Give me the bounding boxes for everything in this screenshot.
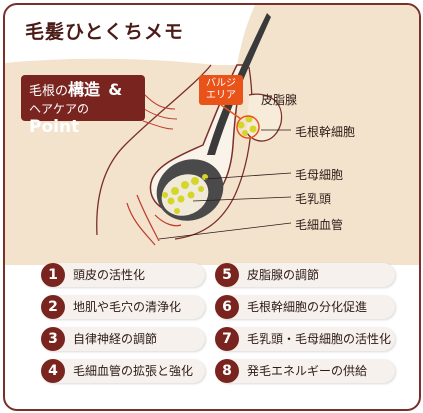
badge-text: ヘアケアの (29, 102, 90, 116)
bulge-pointer (220, 104, 242, 120)
point-number: 1 (41, 263, 65, 287)
point-text: 毛細血管の拡張と強化 (73, 364, 194, 378)
point-item: 7 毛乳頭・毛母細胞の活性化 (215, 327, 395, 351)
capillary-line (154, 214, 182, 227)
point-number: 7 (215, 327, 239, 351)
point-item: 3 自律神経の調節 (41, 327, 205, 351)
point-text: 発毛エネルギーの供給 (247, 364, 368, 378)
nerve-line (142, 120, 174, 130)
bulge-ring (236, 115, 260, 139)
point-item: 2 地肌や毛穴の清浄化 (41, 295, 205, 319)
structure-badge: 毛根の構造 & ヘアケアのPoint (21, 75, 145, 136)
badge-text: Point (29, 117, 80, 137)
bulge-label-line: エリア (206, 90, 236, 101)
capillary-line (126, 202, 156, 246)
label-capillary: 毛細血管 (295, 218, 344, 232)
point-text: 毛乳頭・毛母細胞の活性化 (247, 332, 392, 346)
point-item: 4 毛細血管の拡張と強化 (41, 359, 205, 383)
point-text: 頭皮の活性化 (73, 268, 146, 282)
point-number: 8 (215, 359, 239, 383)
point-item: 1 頭皮の活性化 (41, 263, 205, 287)
point-item: 5 皮脂腺の調節 (215, 263, 395, 287)
leader-line (158, 222, 292, 240)
point-text: 毛根幹細胞の分化促進 (247, 300, 368, 314)
leader-line (204, 172, 292, 180)
badge-text: 毛根の (29, 84, 69, 99)
label-stem-cell: 毛根幹細胞 (295, 125, 356, 139)
bulge-label-line: バルジ (206, 78, 236, 89)
leader-line (192, 196, 292, 202)
capillary-line (136, 194, 160, 242)
hair-memo-card: 毛髪ひとくちメモ (3, 3, 421, 411)
point-text: 自律神経の調節 (73, 332, 158, 346)
label-papilla: 毛乳頭 (295, 192, 332, 206)
point-number: 6 (215, 295, 239, 319)
badge-text: 構造 (68, 80, 101, 99)
point-item: 8 発毛エネルギーの供給 (215, 359, 395, 383)
page-title: 毛髪ひとくちメモ (25, 21, 184, 43)
point-number: 2 (41, 295, 65, 319)
point-text: 皮脂腺の調節 (247, 268, 320, 282)
badge-text: & (108, 80, 123, 99)
point-number: 3 (41, 327, 65, 351)
point-number: 5 (215, 263, 239, 287)
follicle-outline-left (96, 64, 212, 236)
point-item: 6 毛根幹細胞の分化促進 (215, 295, 395, 319)
label-matrix-cell: 毛母細胞 (295, 168, 344, 182)
label-sebaceous: 皮脂腺 (261, 93, 298, 107)
point-number: 4 (41, 359, 65, 383)
bulge-area-label: バルジ エリア (199, 75, 243, 105)
nerve-line (144, 94, 176, 110)
point-text: 地肌や毛穴の清浄化 (73, 300, 182, 314)
